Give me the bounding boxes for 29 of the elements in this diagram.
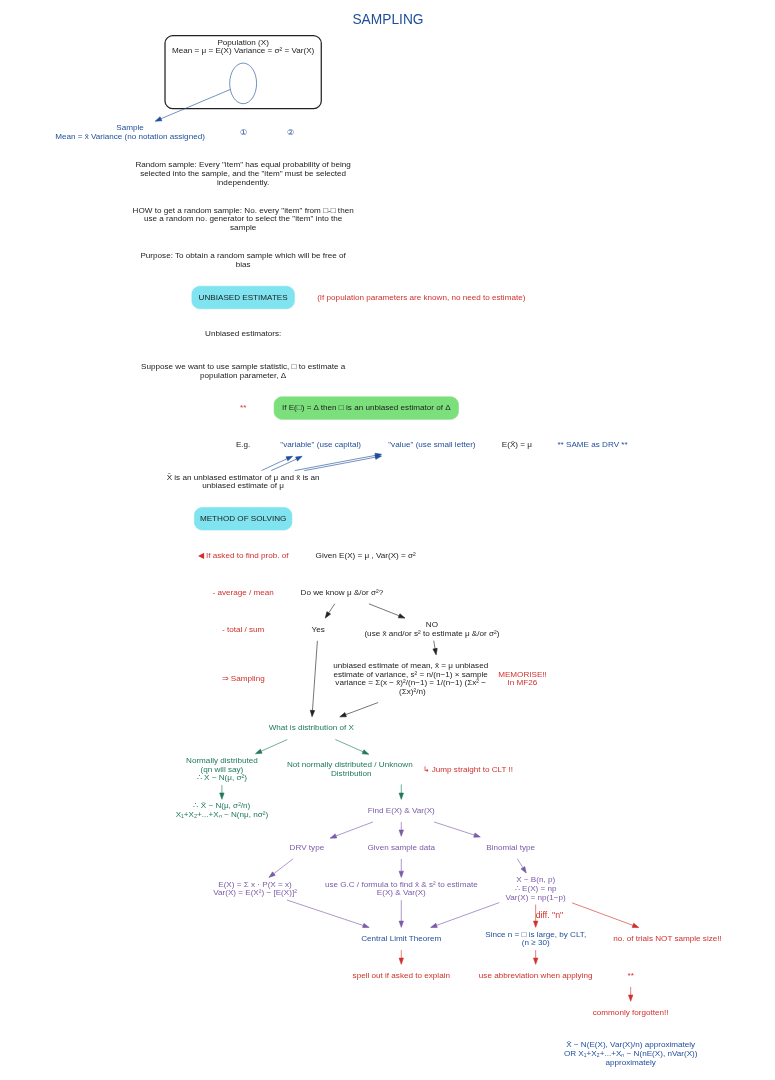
node-ellipse [228, 62, 257, 105]
arrow [309, 640, 318, 717]
arrow [154, 89, 230, 122]
arrow [398, 949, 404, 965]
arrow [254, 739, 288, 755]
arrow [329, 821, 373, 839]
arrow [433, 821, 481, 838]
arrow [398, 784, 404, 800]
arrow [532, 904, 538, 928]
arrow [571, 902, 639, 928]
arrow [334, 739, 369, 755]
arrow [398, 821, 404, 837]
arrow [270, 456, 302, 471]
arrow [429, 902, 500, 928]
diagram-title: SAMPLING [351, 12, 424, 28]
arrow [532, 949, 538, 965]
arrow [339, 702, 378, 718]
arrow [398, 858, 404, 878]
arrow [324, 603, 335, 619]
arrow [260, 456, 293, 471]
arrow [432, 640, 438, 656]
arrow [627, 986, 633, 1002]
arrow [398, 899, 404, 928]
arrow [368, 603, 405, 619]
arrow [218, 784, 224, 800]
arrow [516, 858, 527, 874]
arrow [268, 858, 293, 878]
arrow [286, 899, 369, 928]
edge-label: diff. "n" [535, 910, 563, 921]
